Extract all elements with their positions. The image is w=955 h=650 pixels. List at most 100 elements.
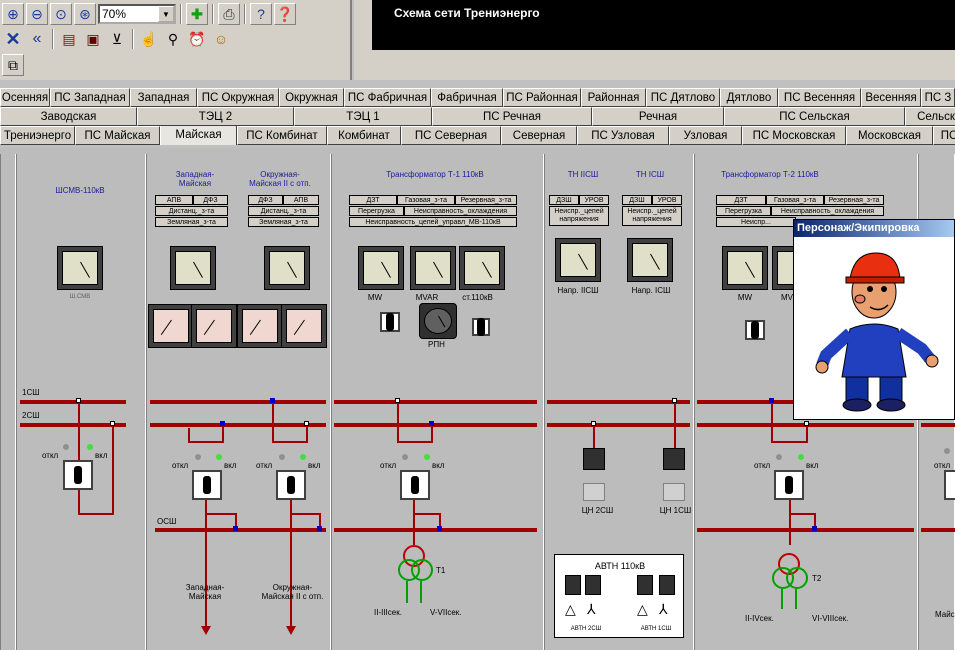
tab-row2-2[interactable]: ТЭЦ 1	[294, 107, 432, 126]
tn-right-gauge[interactable]	[627, 238, 673, 282]
t2-breaker[interactable]	[774, 470, 804, 500]
prot-indicator[interactable]: Неиспр._цепей напряжения	[549, 206, 609, 226]
disconnector-node[interactable]	[110, 421, 115, 426]
prot-indicator[interactable]: Неиспр._цепей напряжения	[622, 206, 682, 226]
tab-row1-1[interactable]: ПС Западная	[50, 88, 130, 107]
tn-left-gauge[interactable]	[555, 238, 601, 282]
tab-row3-1[interactable]: ПС Майская	[75, 126, 160, 145]
rpn-knob[interactable]	[419, 303, 457, 339]
back-icon[interactable]: «	[32, 30, 42, 47]
prot-indicator[interactable]: Земляная_з-та	[248, 217, 319, 227]
avtn-button[interactable]	[637, 575, 653, 595]
close-icon[interactable]: ✕	[5, 28, 21, 49]
prot-indicator[interactable]: Газовая_з-та	[397, 195, 455, 205]
tab-row3-9[interactable]: ПС Московская	[742, 126, 846, 145]
tab-row1-4[interactable]: Окружная	[279, 88, 344, 107]
disconnector-node[interactable]	[429, 421, 434, 426]
prot-indicator[interactable]: Земляная_з-та	[155, 217, 228, 227]
disconnector-node[interactable]	[437, 526, 442, 531]
prot-indicator[interactable]: Дистанц._з-та	[155, 206, 228, 216]
prot-indicator[interactable]: Неисправность_цепей_управл_МВ-110кВ	[349, 217, 517, 227]
tab-row3-11[interactable]: ПС	[933, 126, 955, 145]
tool-icon[interactable]: ⊻	[111, 30, 123, 47]
tab-row1-11[interactable]: ПС Весенняя	[778, 88, 861, 107]
tab-row3-6[interactable]: Северная	[501, 126, 577, 145]
prot-indicator[interactable]: ДФЗ	[248, 195, 283, 205]
current-gauge[interactable]	[191, 304, 237, 348]
t1-mode-switch[interactable]	[380, 312, 400, 332]
tab-row1-9[interactable]: ПС Дятлово	[646, 88, 720, 107]
prot-indicator[interactable]: АПВ	[155, 195, 193, 205]
t2-mode-switch[interactable]	[745, 320, 765, 340]
disconnector-node[interactable]	[270, 398, 275, 403]
current-gauge[interactable]	[148, 304, 194, 348]
character-window[interactable]: Персонаж/Экипировка	[793, 219, 955, 420]
avtn-button[interactable]	[659, 575, 675, 595]
tab-row1-5[interactable]: ПС Фабричная	[344, 88, 431, 107]
tab-row1-2[interactable]: Западная	[130, 88, 197, 107]
prot-indicator[interactable]: ДЗТ	[349, 195, 397, 205]
zoom-reset-icon[interactable]: ⊛	[74, 3, 96, 25]
prot-indicator[interactable]: ДЗШ	[549, 195, 579, 205]
prot-indicator[interactable]: Неиспр...	[716, 217, 796, 227]
clock-icon[interactable]: ⏰	[188, 30, 206, 47]
tab-row3-2[interactable]: Майская	[160, 126, 237, 145]
t1-breaker[interactable]	[400, 470, 430, 500]
tab-row3-5[interactable]: ПС Северная	[401, 126, 501, 145]
tab-row2-0[interactable]: Заводская	[0, 107, 137, 126]
current-gauge[interactable]	[237, 304, 283, 348]
disconnector-node[interactable]	[304, 421, 309, 426]
print-icon[interactable]: ⎙	[218, 3, 240, 25]
smv-gauge[interactable]	[57, 246, 103, 290]
add-icon[interactable]: ✚	[186, 3, 208, 25]
tn-left-disconnector[interactable]	[583, 448, 605, 470]
tab-row1-3[interactable]: ПС Окружная	[197, 88, 279, 107]
tab-row3-3[interactable]: ПС Комбинат	[237, 126, 327, 145]
disconnector-node[interactable]	[220, 421, 225, 426]
chevron-down-icon[interactable]: ▼	[158, 6, 174, 22]
character-window-titlebar[interactable]: Персонаж/Экипировка	[794, 220, 954, 237]
prot-indicator[interactable]: Неисправность_охлаждения	[771, 206, 884, 216]
magnify-icon[interactable]: ⚲	[167, 30, 179, 47]
t1-aux-switch[interactable]	[472, 318, 490, 336]
film-icon[interactable]: ▣	[86, 30, 100, 47]
prot-indicator[interactable]: Неисправность_охлаждения	[404, 206, 517, 216]
t1-gauge-stage[interactable]	[459, 246, 505, 290]
tab-row3-8[interactable]: Узловая	[669, 126, 742, 145]
disconnector-node[interactable]	[672, 398, 677, 403]
tab-row2-3[interactable]: ПС Речная	[432, 107, 592, 126]
disconnector-node[interactable]	[804, 421, 809, 426]
prot-indicator[interactable]: Газовая_з-та	[766, 195, 824, 205]
prot-indicator[interactable]: Резервная_з-та	[455, 195, 517, 205]
tab-row2-5[interactable]: ПС Сельская	[724, 107, 905, 126]
zoom-fit-icon[interactable]: ⊙	[50, 3, 72, 25]
tab-row1-8[interactable]: Районная	[581, 88, 646, 107]
t1-gauge-mvar[interactable]	[410, 246, 456, 290]
t2-transformer-lv[interactable]	[786, 567, 808, 589]
tab-row1-7[interactable]: ПС Районная	[503, 88, 581, 107]
tn-left-cn-switch[interactable]	[583, 483, 605, 501]
prot-indicator[interactable]: Резервная_з-та	[824, 195, 884, 205]
tab-row1-13[interactable]: ПС З	[921, 88, 955, 107]
disconnector-node[interactable]	[812, 526, 817, 531]
disconnector-node[interactable]	[317, 526, 322, 531]
smv-breaker-switch[interactable]	[63, 460, 93, 490]
tab-row1-0[interactable]: Осенняя	[0, 88, 50, 107]
tab-row1-12[interactable]: Весенняя	[861, 88, 921, 107]
current-gauge[interactable]	[281, 304, 327, 348]
zoom-in-icon[interactable]: ⊕	[2, 3, 24, 25]
prot-indicator[interactable]: АПВ	[283, 195, 319, 205]
chart-icon[interactable]: ▤	[62, 30, 76, 47]
prot-indicator[interactable]: Перегрузка	[349, 206, 404, 216]
t1-transformer-lv[interactable]	[411, 559, 433, 581]
prot-indicator[interactable]: ДЗШ	[622, 195, 652, 205]
disconnector-node[interactable]	[395, 398, 400, 403]
prot-indicator[interactable]: Дистанц._з-та	[248, 206, 319, 216]
zoom-out-icon[interactable]: ⊖	[26, 3, 48, 25]
prot-indicator[interactable]: УРОВ	[652, 195, 682, 205]
help-context-icon[interactable]: ❓	[274, 3, 296, 25]
help-icon[interactable]: ?	[250, 3, 272, 25]
disconnector-node[interactable]	[591, 421, 596, 426]
tn-right-cn-switch[interactable]	[663, 483, 685, 501]
disconnector-node[interactable]	[769, 398, 774, 403]
